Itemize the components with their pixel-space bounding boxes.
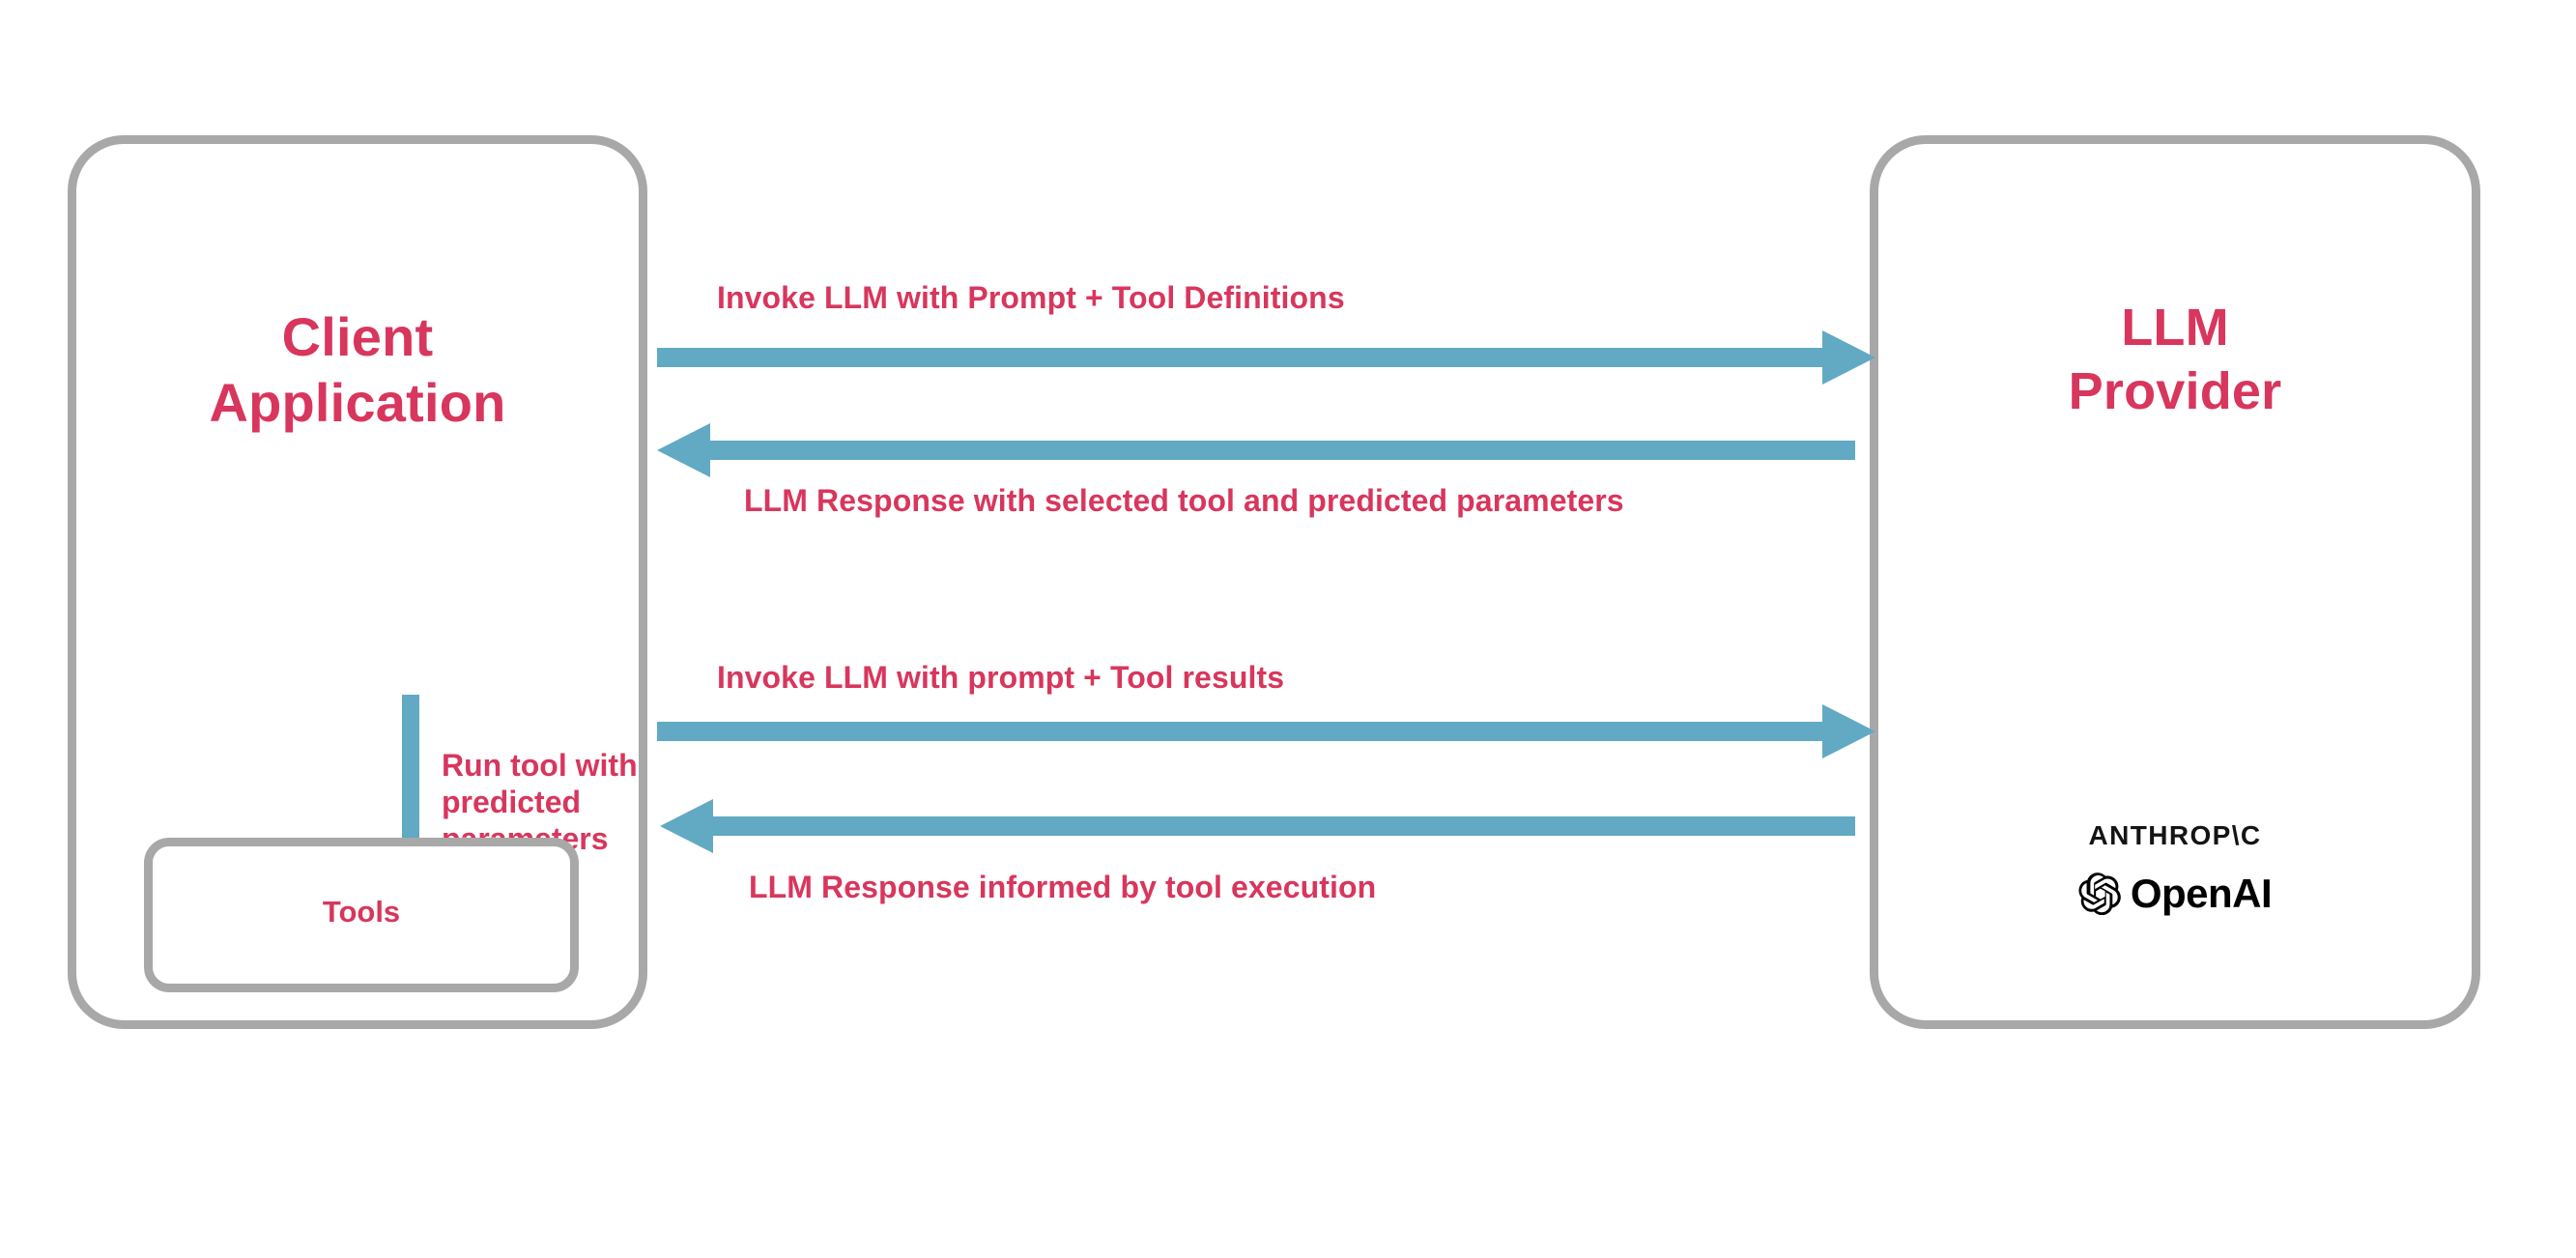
right-arrow-icon	[657, 704, 1875, 758]
anthropic-logo: ANTHROP\C	[2088, 820, 2262, 850]
arrow-invoke-llm-prompt-tool-definitions	[657, 329, 1876, 391]
openai-mark-icon	[2078, 872, 2121, 915]
openai-logo: OpenAI	[2078, 871, 2273, 916]
left-arrow-icon	[660, 799, 1855, 853]
arrow-llm-response-informed-by-tool-execution	[660, 797, 1855, 860]
openai-wordmark: OpenAI	[2130, 871, 2273, 916]
left-arrow-icon	[657, 423, 1855, 477]
tools-label: Tools	[322, 895, 401, 929]
client-application-title: Client Application	[209, 306, 506, 434]
right-arrow-icon	[657, 330, 1875, 385]
tools-node[interactable]: Tools	[144, 838, 579, 992]
arrow-llm-response-selected-tool	[657, 421, 1855, 484]
provider-logos: ANTHROP\C OpenAI	[1878, 820, 2472, 915]
message-label-invoke-llm-prompt-tool-results: Invoke LLM with prompt + Tool results	[717, 660, 1285, 695]
message-label-invoke-llm-prompt-tool-definitions: Invoke LLM with Prompt + Tool Definition…	[717, 280, 1345, 315]
message-label-llm-response-selected-tool: LLM Response with selected tool and pred…	[744, 483, 1624, 518]
arrow-invoke-llm-prompt-tool-results	[657, 702, 1876, 765]
llm-provider-title: LLM Provider	[2068, 299, 2282, 420]
client-application-node[interactable]: Client Application Run tool with predict…	[68, 135, 647, 1029]
message-label-llm-response-informed-by-tool-execution: LLM Response informed by tool execution	[749, 870, 1377, 904]
llm-provider-node[interactable]: LLM Provider ANTHROP\C OpenAI	[1870, 135, 2480, 1029]
